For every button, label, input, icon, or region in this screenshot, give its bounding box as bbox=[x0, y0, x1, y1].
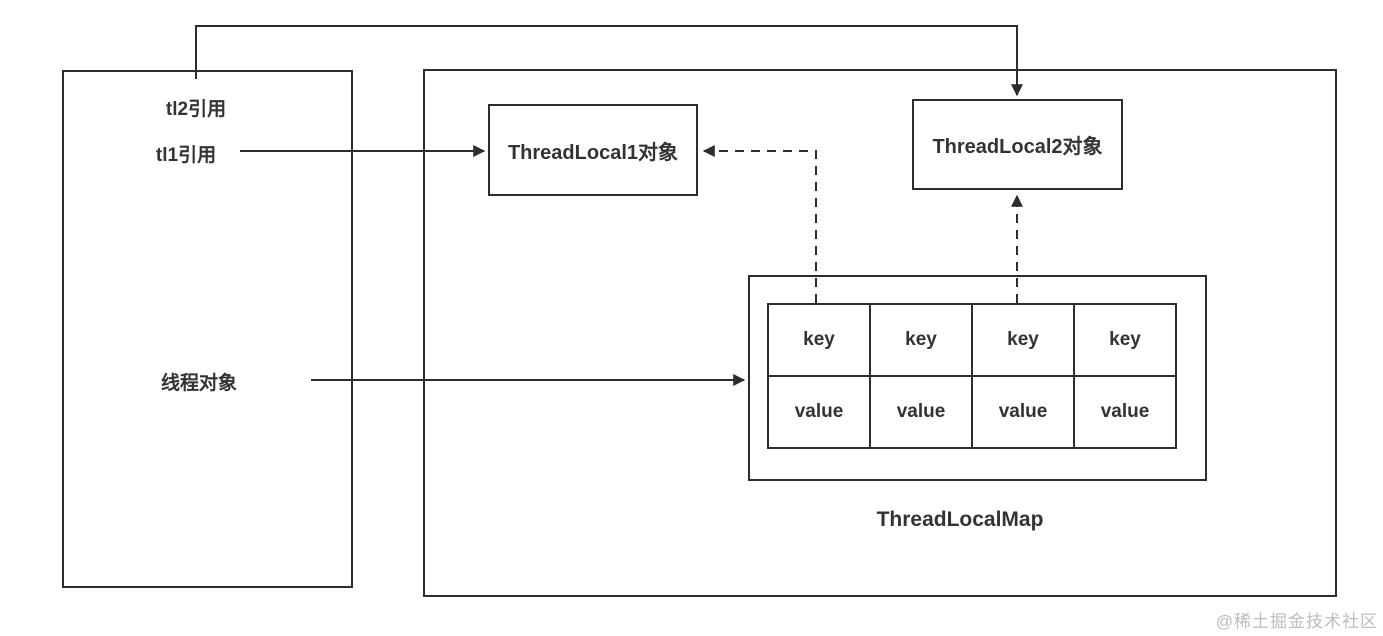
watermark: @稀土掘金技术社区 bbox=[1215, 612, 1378, 631]
key-cell: key bbox=[869, 303, 973, 377]
threadlocal2-node: ThreadLocal2对象 bbox=[912, 99, 1123, 190]
threadlocalmap-table: key key key key value value value value bbox=[767, 303, 1177, 449]
value-cell: value bbox=[1073, 375, 1177, 449]
thread-stack-box bbox=[62, 70, 353, 588]
key-cell: key bbox=[767, 303, 871, 377]
key-cell: key bbox=[1073, 303, 1177, 377]
key-cell: key bbox=[971, 303, 1075, 377]
value-cell: value bbox=[869, 375, 973, 449]
table-row-values: value value value value bbox=[767, 375, 1177, 449]
value-cell: value bbox=[767, 375, 871, 449]
threadlocal1-label: ThreadLocal1对象 bbox=[507, 141, 679, 164]
value-cell: value bbox=[971, 375, 1075, 449]
threadlocal1-node: ThreadLocal1对象 bbox=[488, 104, 698, 196]
threadlocalmap-label: ThreadLocalMap bbox=[876, 508, 1044, 531]
tl2-ref-label: tl2引用 bbox=[165, 99, 227, 120]
tl1-ref-label: tl1引用 bbox=[155, 145, 217, 166]
thread-object-label: 线程对象 bbox=[160, 373, 237, 394]
threadlocal2-label: ThreadLocal2对象 bbox=[932, 136, 1103, 158]
table-row-keys: key key key key bbox=[767, 303, 1177, 377]
